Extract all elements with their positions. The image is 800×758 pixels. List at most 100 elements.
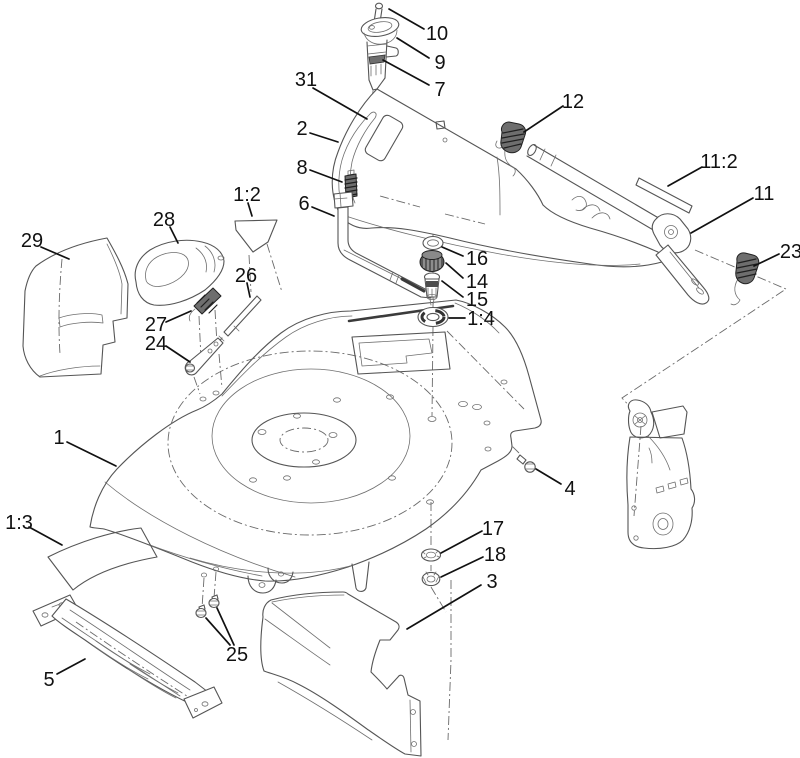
callout-label: 7 [434,79,445,101]
callout-29: 29 [21,230,70,260]
callout-leader-line [690,197,754,234]
callout-8: 8 [296,157,343,183]
callout-label: 27 [145,314,167,336]
callout-label: 28 [153,209,175,231]
spring-27-drawing [188,287,222,322]
callout-11-2: 11:2 [667,151,738,187]
callout-label: 14 [466,271,488,293]
washer-plate-1-4-drawing [417,306,449,328]
spring-23-drawing [730,252,760,306]
callout-leader-line [309,169,343,183]
side-cover-drawing [22,237,129,378]
decal-1-2-drawing [234,219,278,253]
callout-leader-line [205,617,231,646]
callout-label: 18 [484,544,506,566]
callout-leader-line [312,87,368,120]
callout-label: 31 [295,69,317,91]
callout-leader-line [246,282,251,298]
rear-cover-drawing [331,88,663,268]
callout-2: 2 [296,118,339,143]
callout-leader-line [311,206,335,217]
callout-layer: 1097312861211:211231:22829261614151:4272… [5,8,800,691]
callout-26: 26 [235,265,257,298]
callout-leader-line [388,8,425,30]
callout-11: 11 [690,183,775,234]
callout-leader-line [441,280,464,298]
rod-drawing [217,295,262,344]
callout-1-4: 1:4 [448,308,495,330]
spring-12-drawing [495,121,527,177]
handle-lever-drawing [526,143,710,305]
callout-label: 10 [426,23,448,45]
callout-leader-line [66,441,117,467]
callout-leader-line [440,530,483,554]
callout-label: 29 [21,230,43,252]
callout-label: 3 [486,571,497,593]
callout-12: 12 [523,91,584,133]
callout-leader-line [165,310,192,323]
decal-1-3-drawing [47,527,158,591]
callout-25: 25 [205,607,248,666]
callout-1-2: 1:2 [233,184,261,217]
knob-stack-drawing [417,235,449,328]
callout-label: 23 [780,241,800,263]
callout-label: 11:2 [700,151,737,173]
washer-17-drawing [420,548,442,562]
callout-17: 17 [440,518,504,554]
callout-15: 15 [441,280,488,311]
callout-leader-line [28,526,63,546]
callout-27: 27 [145,310,192,336]
callout-label: 4 [564,478,575,500]
callout-leader-line [40,246,70,260]
bolts-25-drawing [195,594,220,619]
callout-6: 6 [298,193,335,217]
callout-label: 1:3 [5,512,33,534]
callout-10: 10 [388,8,448,45]
callout-label: 8 [296,157,307,179]
callout-label: 5 [43,669,54,691]
grip-drawing [134,239,225,306]
callout-24: 24 [145,333,191,363]
callout-leader-line [56,658,86,675]
callout-1: 1 [53,427,117,467]
callout-leader-line [169,226,179,244]
callout-16: 16 [441,246,488,270]
callout-label: 17 [482,518,504,540]
callout-leader-line [440,556,484,578]
nut-18-drawing [421,571,441,587]
decal-11-2-drawing [635,177,693,214]
callout-leader-line [216,607,235,646]
callout-label: 24 [145,333,167,355]
callout-leader-line [382,59,430,86]
callout-3: 3 [406,571,498,630]
callout-label: 1 [53,427,64,449]
assembly-alignment-lines [193,234,787,741]
bumper-drawing [32,594,223,719]
callout-14: 14 [445,262,488,293]
callout-label: 2 [296,118,307,140]
callout-leader-line [396,37,430,59]
callout-7: 7 [382,59,446,101]
height-adjuster-bracket-drawing [626,399,696,550]
callout-leader-line [406,584,482,630]
callout-leader-line [535,468,562,485]
callout-label: 11 [754,183,775,205]
callout-leader-line [667,166,703,187]
callout-18: 18 [440,544,506,578]
callout-leader-line [441,246,464,257]
deflector-drawing [260,591,422,757]
callout-5: 5 [43,658,86,691]
callout-9: 9 [396,37,446,74]
callout-label: 15 [466,289,488,311]
callout-leader-line [165,345,191,363]
callout-label: 16 [466,248,488,270]
callout-31: 31 [295,69,368,120]
callout-leader-line [247,202,253,217]
callout-leader-line [445,262,464,279]
callout-label: 12 [562,91,584,113]
callout-label: 9 [434,52,445,74]
bolt-4-drawing [516,454,536,473]
callout-1-3: 1:3 [5,512,63,546]
